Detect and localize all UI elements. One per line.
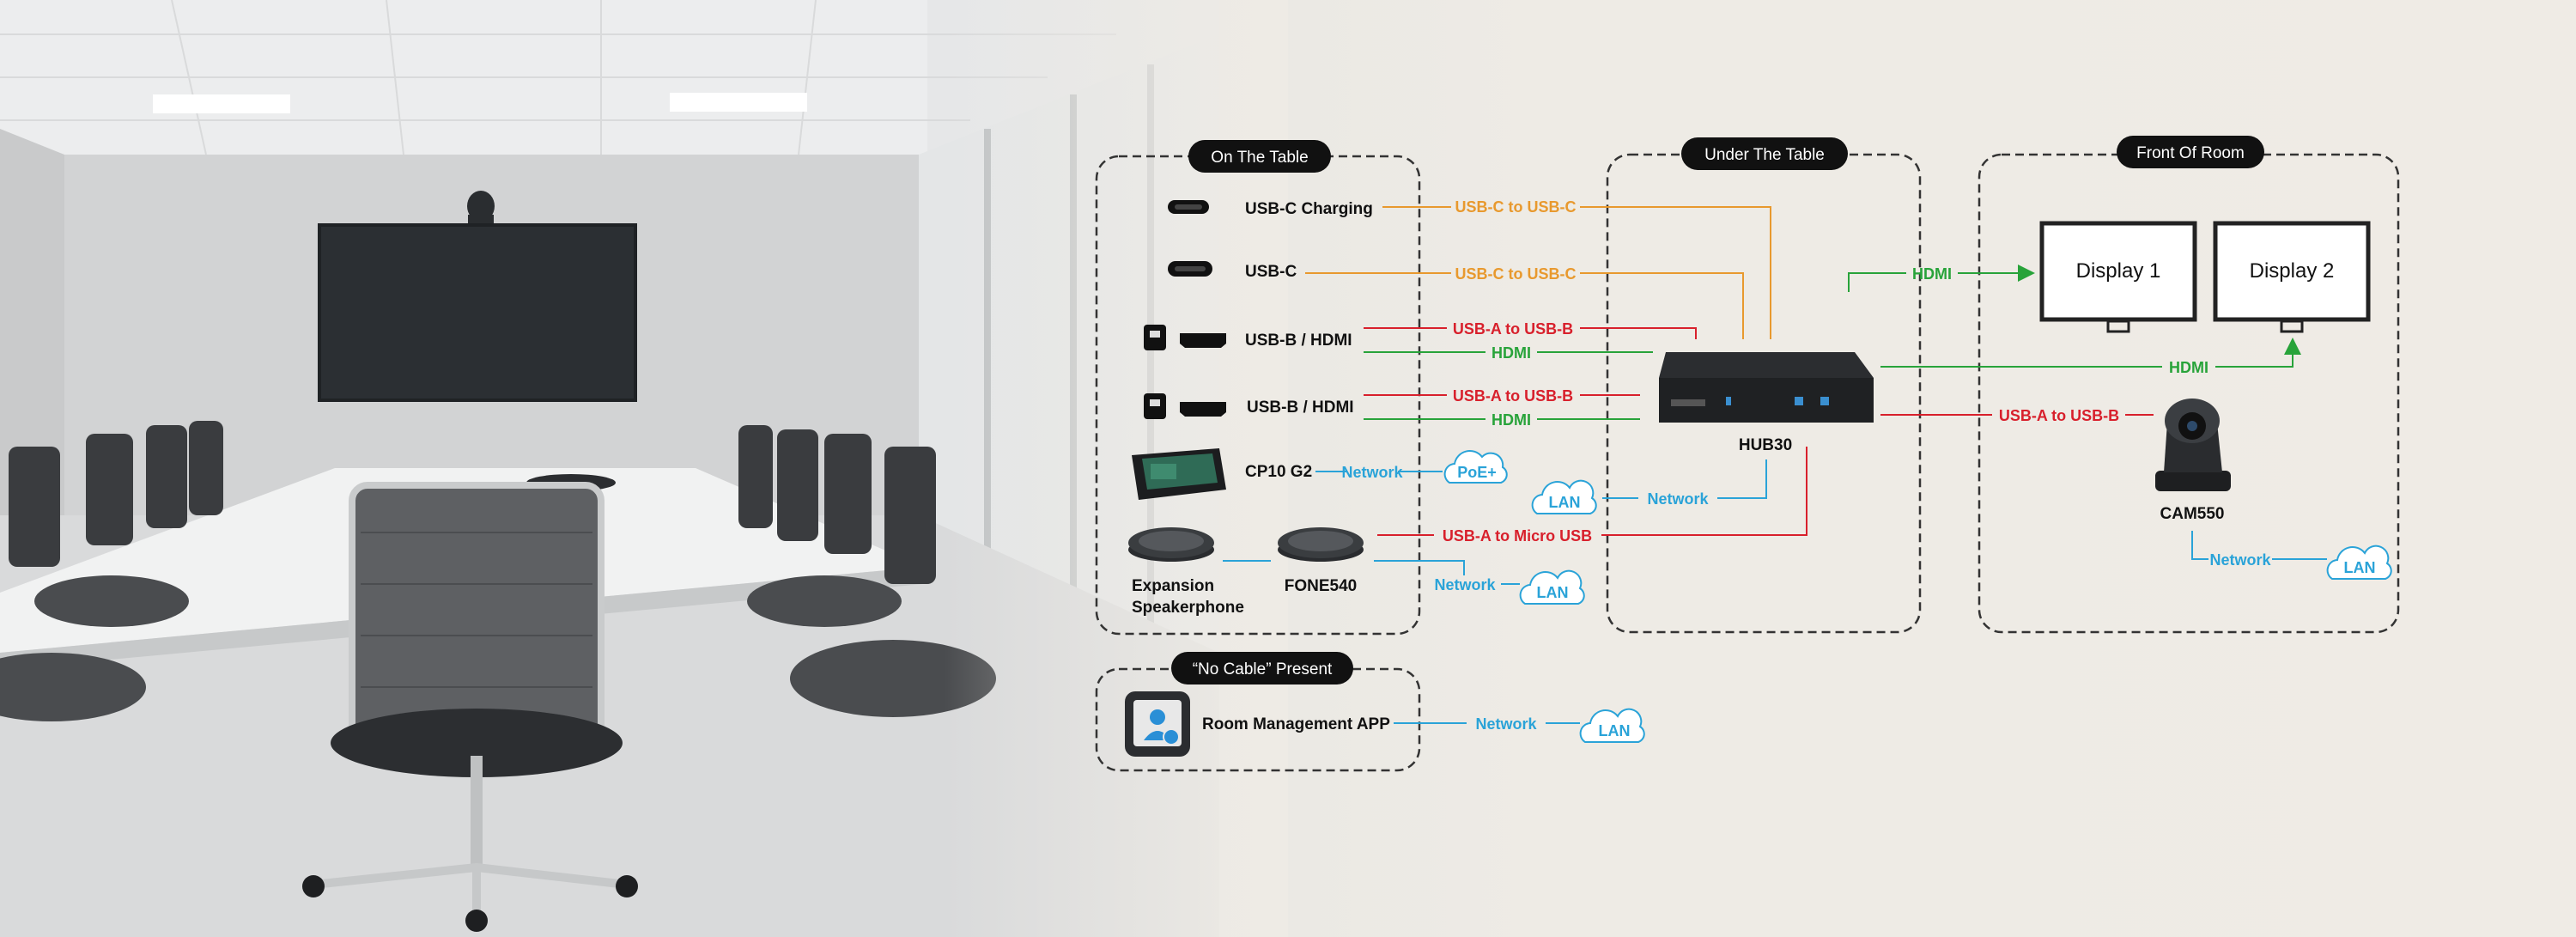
display-2: Display 2: [2213, 221, 2371, 333]
svg-text:PoE+: PoE+: [1457, 464, 1497, 481]
cable-label: HDMI: [2169, 359, 2208, 376]
cable-label: Network: [1647, 490, 1709, 508]
touch-panel-icon: [1132, 448, 1226, 500]
speakerphone-icon: [1278, 527, 1364, 562]
room-illustration: [0, 0, 1288, 937]
ceiling-light: [670, 93, 807, 112]
device-label: Speakerphone: [1132, 599, 1244, 617]
device-label: USB-C: [1245, 263, 1297, 281]
svg-text:On The Table: On The Table: [1211, 149, 1308, 167]
speakerphone-icon: [1128, 527, 1214, 562]
cable-label: Network: [2209, 551, 2271, 569]
device-label: CP10 G2: [1245, 463, 1312, 481]
cable-label: USB-A to Micro USB: [1443, 527, 1592, 545]
device-label: Expansion: [1132, 577, 1214, 595]
device-label: HUB30: [1739, 436, 1792, 454]
cable-label: Network: [1434, 576, 1496, 593]
display-1: Display 1: [2039, 221, 2197, 333]
pill-under-table: Under The Table: [1681, 137, 1848, 170]
device-label: CAM550: [2160, 505, 2225, 523]
pill-on-table: On The Table: [1188, 140, 1331, 173]
hub-device-icon: [1659, 352, 1874, 423]
cable-label: USB-A to USB-B: [1453, 387, 1573, 405]
cable-label: Network: [1475, 715, 1537, 733]
device-label: Room Management APP: [1202, 715, 1390, 733]
cable-label: HDMI: [1492, 411, 1531, 429]
usb-c-icon: [1168, 261, 1212, 277]
cable-label: USB-C to USB-C: [1455, 265, 1577, 283]
svg-text:“No Cable” Present: “No Cable” Present: [1193, 660, 1333, 678]
pill-no-cable: “No Cable” Present: [1171, 652, 1353, 684]
svg-text:Front Of Room: Front Of Room: [2136, 144, 2245, 162]
lan-cloud-icon: LAN: [1579, 708, 1645, 743]
poe-cloud-icon: PoE+: [1443, 450, 1508, 484]
device-label: FONE540: [1285, 577, 1357, 595]
svg-text:LAN: LAN: [1537, 584, 1569, 601]
lan-cloud-icon: LAN: [2326, 545, 2392, 580]
cable-label: USB-A to USB-B: [1999, 407, 2119, 424]
cable-label: USB-C to USB-C: [1455, 198, 1577, 216]
lan-cloud-icon: LAN: [1519, 569, 1585, 605]
lan-cloud-icon: LAN: [1531, 479, 1597, 514]
svg-text:LAN: LAN: [1599, 722, 1631, 739]
ceiling-light: [153, 94, 290, 113]
device-label: USB-B / HDMI: [1247, 399, 1354, 417]
svg-text:Under The Table: Under The Table: [1704, 146, 1825, 164]
svg-text:LAN: LAN: [2344, 559, 2376, 576]
front-chair: [349, 482, 605, 746]
svg-text:Display 1: Display 1: [2076, 259, 2161, 283]
ptz-camera-icon: [2155, 399, 2231, 491]
camera-icon: [467, 191, 495, 222]
svg-text:Display 2: Display 2: [2250, 259, 2335, 283]
cable-label: USB-A to USB-B: [1453, 320, 1573, 338]
room-app-icon: [1125, 691, 1190, 757]
device-label: USB-C Charging: [1245, 200, 1373, 218]
usb-c-charging-icon: [1168, 200, 1209, 214]
cable-label: HDMI: [1492, 344, 1531, 362]
pill-front-room: Front Of Room: [2117, 136, 2264, 168]
svg-text:LAN: LAN: [1549, 494, 1581, 511]
cable-label: HDMI: [1912, 265, 1952, 283]
usb-b-hdmi-icon: [1144, 393, 1226, 419]
device-label: USB-B / HDMI: [1245, 332, 1352, 350]
cable-label: Network: [1341, 464, 1403, 481]
usb-b-hdmi-icon: [1144, 325, 1226, 350]
